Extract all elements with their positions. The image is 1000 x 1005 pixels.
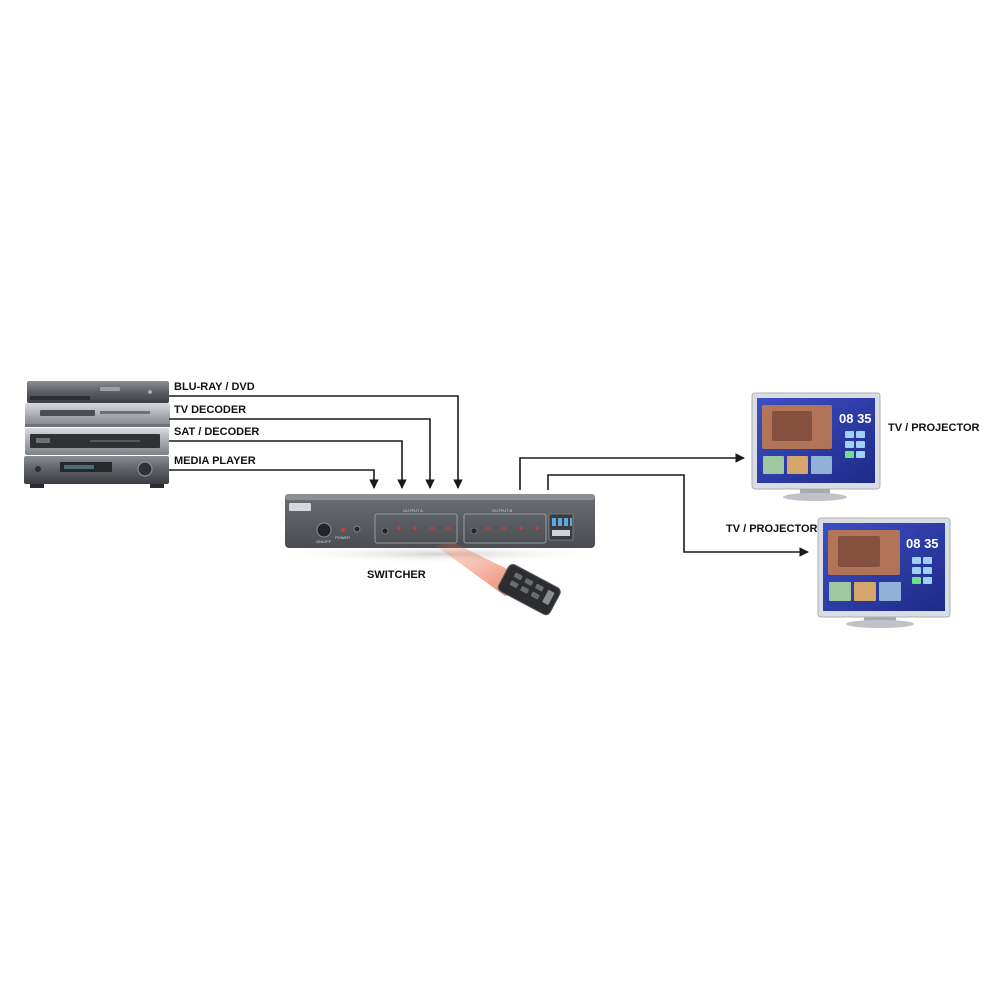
source-device-stack [24,381,170,488]
output-b-led-4 [535,526,539,530]
sat-decoder-label: SAT / DECODER [174,426,259,438]
output-b-select-button [470,527,478,535]
remote-control [497,563,561,616]
output-a-panel: OUTPUT A [374,508,458,544]
output-b-led-2 [502,526,506,530]
output-b-led-3 [519,526,523,530]
sat-decoder-device [25,428,169,455]
tv-projector-2-label: TV / PROJECTOR [726,523,818,535]
switcher-label: SWITCHER [367,569,426,581]
output-a-led-2 [413,526,417,530]
hdmi-switcher-device: ON/OFF POWER OUTPUT A OUTPUT B [270,494,610,563]
bluray-dvd-label: BLU-RAY / DVD [174,381,255,393]
output-b-led-1 [486,526,490,530]
brand-logo [289,503,311,511]
power-label: POWER [335,535,350,540]
output-a-select-button [381,527,389,535]
output-b-connector [547,474,809,557]
tv-decoder-input-connector [169,418,435,489]
dip-switch-block [548,513,574,541]
output-a-led-3 [430,526,434,530]
output-a-label: OUTPUT A [403,508,423,513]
bluray-input-connector [169,395,463,489]
ir-receiver [353,525,361,533]
output-a-connector [519,453,745,490]
output-a-led-1 [397,526,401,530]
tv-decoder-device [25,403,170,427]
tv-1-clock: 08 35 [839,411,872,426]
sat-decoder-input-connector [169,440,407,489]
tv-decoder-label: TV DECODER [174,404,246,416]
tv-projector-display-2: 08 35 [817,517,951,628]
tv-2-clock: 08 35 [906,536,939,551]
output-b-panel: OUTPUT B [463,508,547,544]
tv-projector-display-1: 08 35 [751,392,881,501]
media-player-input-connector [169,469,379,489]
media-player-label: MEDIA PLAYER [174,455,256,467]
onoff-label: ON/OFF [316,539,332,544]
media-player-device [24,456,169,488]
tv-projector-1-label: TV / PROJECTOR [888,422,980,434]
power-led [341,528,345,532]
output-a-led-4 [446,526,450,530]
power-knob [316,522,332,538]
output-b-label: OUTPUT B [492,508,512,513]
bluray-dvd-player [27,381,169,403]
